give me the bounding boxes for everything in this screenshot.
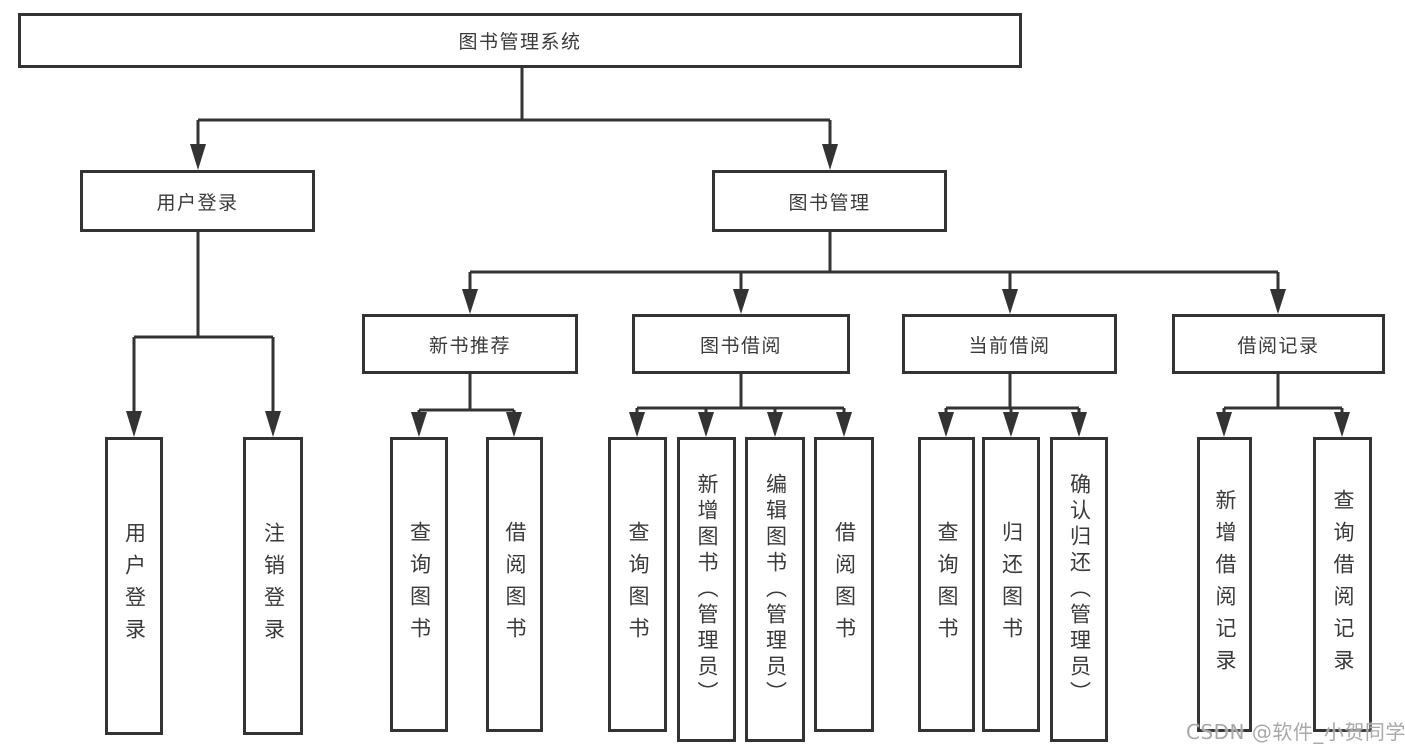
leaf-return-books: 归还图书 — [982, 437, 1040, 732]
leaf-user-login: 用户登录 — [105, 437, 163, 735]
node-label: 当前借阅 — [968, 334, 1051, 357]
node-label: 注销登录 — [261, 522, 286, 650]
arrowhead — [1334, 412, 1350, 437]
arrowhead — [767, 412, 783, 437]
node-label: 查询图书 — [407, 520, 432, 649]
leaf-confirm-return-admin: 确认归还（管理员） — [1050, 437, 1108, 742]
node-label: 新增借阅记录 — [1213, 488, 1237, 681]
connector-current-borrow-to-leaves — [944, 374, 1081, 414]
arrowhead — [411, 412, 427, 437]
connector-borrow-records-to-leaves — [1222, 374, 1344, 414]
arrowhead — [462, 289, 478, 314]
arrowhead — [126, 411, 142, 437]
node-label: 查询借阅记录 — [1331, 488, 1355, 681]
node-label: 查询图书 — [935, 520, 959, 649]
node-user-login: 用户登录 — [80, 170, 315, 232]
arrowhead — [1002, 289, 1018, 314]
leaf-add-borrow-record: 新增借阅记录 — [1197, 437, 1252, 732]
connector-user-login-to-leaves — [132, 232, 275, 413]
leaf-query-books-recommend: 查询图书 — [390, 437, 448, 732]
node-label: 图书管理 — [788, 191, 871, 214]
arrowhead — [190, 144, 206, 170]
leaf-logout: 注销登录 — [243, 437, 303, 735]
arrowhead — [506, 412, 522, 437]
node-label: 查询图书 — [626, 520, 650, 649]
arrowhead — [822, 144, 838, 170]
arrowhead — [1216, 412, 1232, 437]
node-label: 编辑图书（管理员） — [763, 472, 788, 707]
arrowhead — [938, 412, 954, 437]
node-current-borrow: 当前借阅 — [902, 314, 1117, 374]
leaf-query-books-current: 查询图书 — [918, 437, 975, 732]
connector-book-borrow-to-leaves — [635, 374, 846, 414]
csdn-watermark: CSDN @软件_小贺同学 — [1186, 720, 1405, 744]
leaf-add-books-admin: 新增图书（管理员） — [677, 437, 736, 742]
node-new-book-recommend: 新书推荐 — [362, 314, 578, 374]
node-label: 借阅图书 — [832, 520, 857, 649]
leaf-borrow-books-recommend: 借阅图书 — [486, 437, 543, 732]
leaf-query-borrow-record: 查询借阅记录 — [1313, 437, 1372, 732]
leaf-edit-books-admin: 编辑图书（管理员） — [745, 437, 805, 742]
node-borrow-records: 借阅记录 — [1172, 314, 1385, 374]
node-label: 确认归还（管理员） — [1067, 472, 1092, 707]
arrowhead — [733, 289, 749, 314]
arrowhead — [836, 412, 852, 437]
arrowhead — [265, 411, 281, 437]
node-book-borrow: 图书借阅 — [632, 314, 850, 374]
node-library-management-system: 图书管理系统 — [18, 13, 1022, 68]
node-label: 借阅图书 — [503, 520, 527, 649]
connector-book-mgmt-to-level3 — [468, 232, 1280, 291]
arrowhead — [629, 412, 645, 437]
node-label: 借阅记录 — [1237, 334, 1320, 357]
arrowhead — [698, 412, 714, 437]
node-label: 归还图书 — [999, 520, 1024, 649]
node-label: 图书管理系统 — [458, 31, 582, 53]
node-book-management: 图书管理 — [712, 170, 947, 232]
node-label: 新增图书（管理员） — [695, 472, 719, 707]
connector-root-to-level2 — [196, 68, 832, 146]
leaf-query-books-borrow: 查询图书 — [608, 437, 667, 732]
arrowhead — [1003, 412, 1019, 437]
connector-new-book-rec-to-leaves — [417, 374, 516, 414]
leaf-borrow-books: 借阅图书 — [814, 437, 874, 732]
node-label: 用户登录 — [122, 522, 147, 650]
node-label: 新书推荐 — [428, 334, 511, 357]
node-label: 图书借阅 — [699, 334, 782, 357]
arrowhead — [1071, 412, 1087, 437]
arrowhead — [1270, 289, 1286, 314]
node-label: 用户登录 — [156, 191, 239, 214]
arrowheads — [126, 144, 1350, 437]
